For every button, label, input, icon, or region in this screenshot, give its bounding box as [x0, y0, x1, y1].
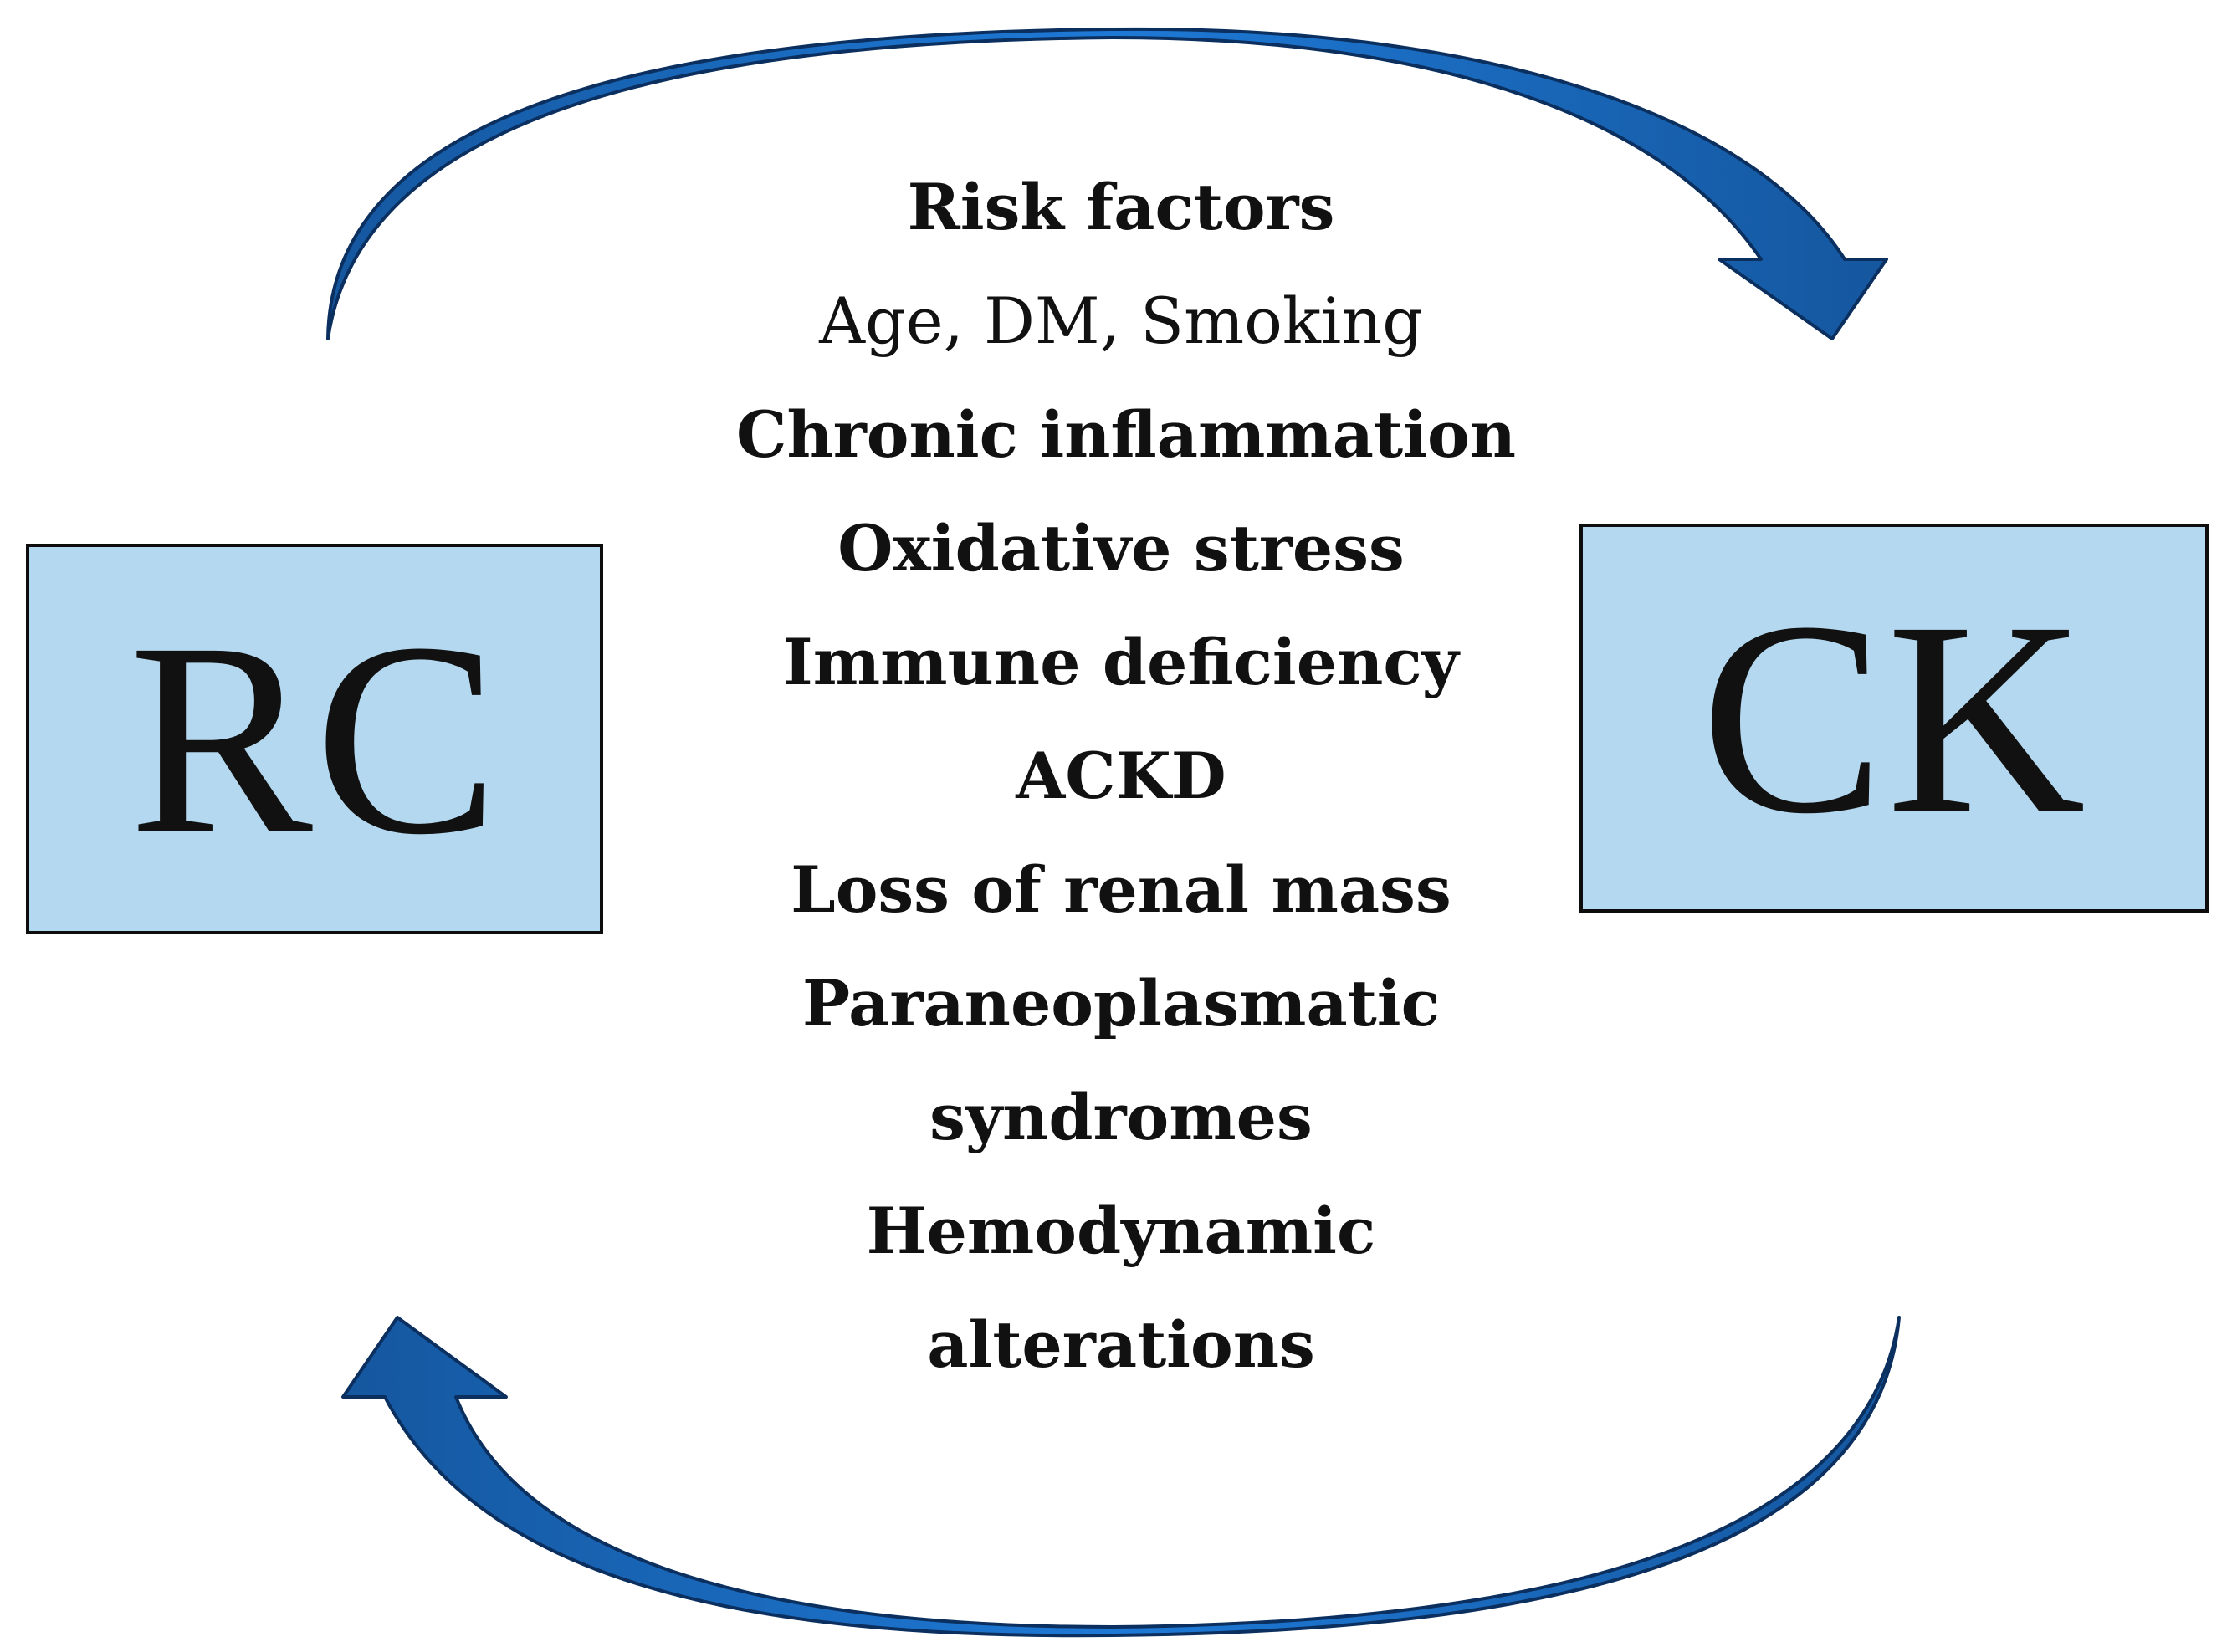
factor-item: Oxidative stress: [837, 511, 1405, 586]
factor-item: Immune deficiency: [783, 625, 1459, 699]
curved-arrow-right-icon: [326, 27, 1888, 340]
factor-item: alterations: [927, 1307, 1315, 1382]
ck-box: CK: [1579, 524, 2209, 913]
factor-item: Loss of renal mass: [791, 852, 1451, 927]
factor-item: Hemodynamic: [866, 1194, 1376, 1268]
factor-item: Age, DM, Smoking: [819, 284, 1423, 358]
factor-item: syndromes: [929, 1080, 1313, 1154]
factor-item: ACKD: [1016, 739, 1226, 813]
curved-arrow-left-icon: [341, 1316, 1901, 1638]
rc-label: RC: [128, 586, 501, 892]
factor-item: Paraneoplasmatic: [802, 966, 1440, 1041]
ck-label: CK: [1700, 565, 2088, 871]
factor-item: Risk factors: [907, 170, 1335, 244]
rc-box: RC: [26, 544, 603, 934]
factor-item: Chronic inflammation: [736, 397, 1516, 472]
